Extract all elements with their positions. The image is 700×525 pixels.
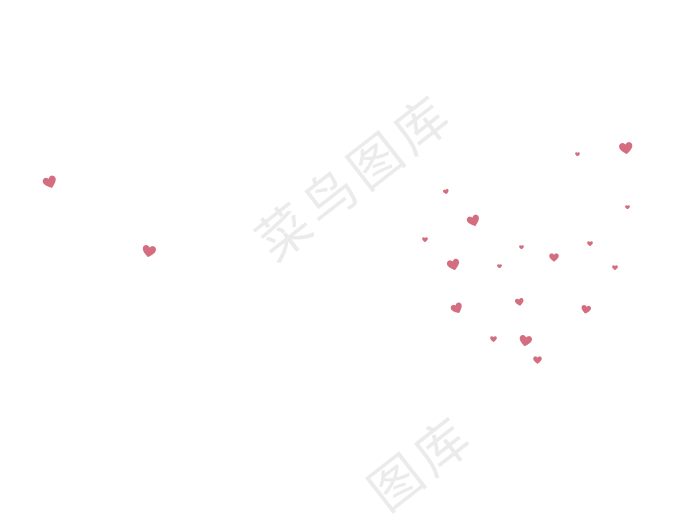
heart-icon — [514, 297, 523, 306]
heart-icon — [42, 175, 56, 188]
watermark-text: 菜鸟图库 — [246, 83, 466, 274]
heart-icon — [532, 356, 542, 364]
heart-icon — [466, 214, 479, 227]
heart-icon — [450, 302, 462, 313]
heart-icon — [519, 335, 532, 347]
heart-icon — [581, 304, 591, 314]
heart-icon — [142, 244, 156, 257]
heart-icon — [442, 189, 449, 195]
heart-icon — [612, 265, 618, 271]
heart-icon — [549, 252, 559, 262]
heart-icon — [574, 151, 580, 157]
heart-icon — [422, 237, 428, 243]
heart-icon — [619, 141, 633, 154]
watermark-text-partial: 图库 — [358, 404, 487, 524]
heart-icon — [518, 244, 524, 250]
scatter-canvas: 菜鸟图库 图库 — [42, 83, 633, 524]
heart-icon — [587, 241, 593, 247]
heart-icon — [446, 258, 459, 271]
heart-icon — [489, 336, 497, 342]
heart-icon — [496, 263, 502, 269]
heart-icon — [624, 204, 630, 210]
